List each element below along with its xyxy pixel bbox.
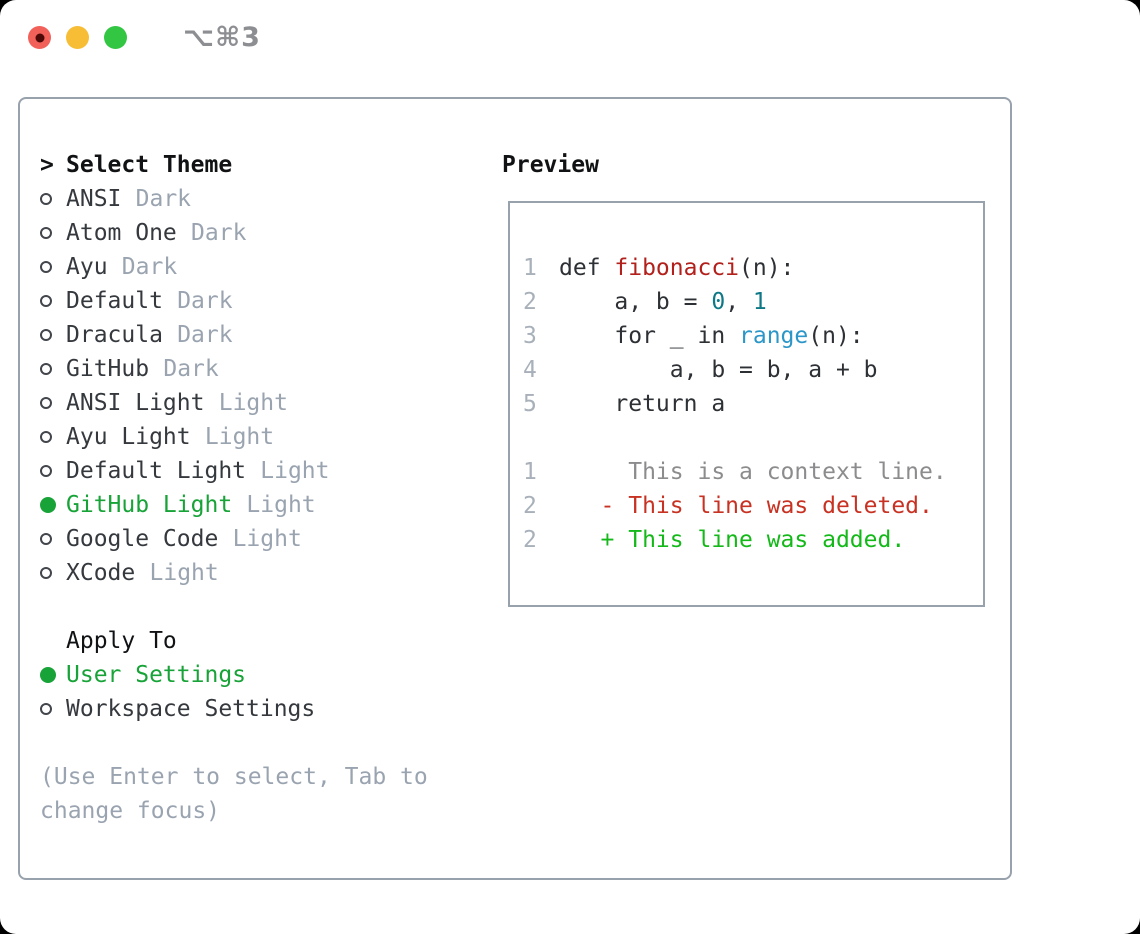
- radio-icon: [40, 397, 66, 409]
- theme-variant-label: Light: [232, 526, 302, 552]
- preview-pane: Preview 1 def fibonacci(n): 2 a, b = 0, …: [502, 148, 1010, 828]
- theme-option-label: ANSI: [66, 186, 122, 212]
- radio-icon: [40, 329, 66, 341]
- apply-option-workspace-settings[interactable]: Workspace Settings: [40, 692, 502, 726]
- theme-option-label: XCode: [66, 560, 136, 586]
- apply-option-label: User Settings: [66, 662, 247, 688]
- theme-option-ayu-light[interactable]: Ayu Light Light: [40, 420, 502, 454]
- theme-variant-label: Dark: [177, 288, 233, 314]
- minimize-button[interactable]: [66, 26, 89, 49]
- theme-variant-label: Light: [204, 424, 275, 450]
- line-number: 3: [523, 323, 537, 349]
- theme-option-github-dark[interactable]: GitHub Dark: [40, 352, 502, 386]
- theme-option-atom-one-dark[interactable]: Atom One Dark: [40, 216, 502, 250]
- theme-option-xcode-light[interactable]: XCode Light: [40, 556, 502, 590]
- blank-line: [523, 421, 983, 455]
- theme-option-google-code-light[interactable]: Google Code Light: [40, 522, 502, 556]
- diff-added-line: 2 + This line was added.: [523, 527, 906, 553]
- code-line: 5 return a: [523, 391, 726, 417]
- section-title: Apply To: [66, 628, 177, 654]
- keyboard-hint: (Use Enter to select, Tab to: [40, 764, 428, 790]
- theme-option-label: Default Light: [66, 458, 247, 484]
- apply-option-user-settings[interactable]: User Settings: [40, 658, 502, 692]
- theme-variant-label: Dark: [121, 254, 178, 280]
- radio-icon: [40, 533, 66, 545]
- theme-list: > Select Theme ANSI Dark Atom One Dark A…: [40, 148, 502, 828]
- theme-variant-label: Dark: [135, 186, 192, 212]
- theme-option-label: GitHub Light: [66, 492, 233, 518]
- theme-option-dracula-dark[interactable]: Dracula Dark: [40, 318, 502, 352]
- diff-context-line: 1 This is a context line.: [523, 459, 947, 485]
- zoom-button[interactable]: [104, 26, 127, 49]
- radio-icon: [40, 703, 66, 715]
- radio-icon: [40, 261, 66, 273]
- cursor-chevron-icon: >: [40, 152, 54, 178]
- theme-variant-label: Dark: [163, 356, 219, 382]
- apply-option-label: Workspace Settings: [66, 696, 316, 722]
- theme-option-label: GitHub: [66, 356, 150, 382]
- radio-selected-icon: [40, 667, 66, 683]
- diff-deleted-line: 2 - This line was deleted.: [523, 493, 933, 519]
- theme-option-default-light[interactable]: Default Light Light: [40, 454, 502, 488]
- theme-variant-label: Dark: [177, 322, 233, 348]
- keyboard-hint: change focus): [40, 798, 221, 824]
- theme-option-label: Ayu: [66, 254, 108, 280]
- theme-option-label: ANSI Light: [66, 390, 205, 416]
- theme-option-github-light[interactable]: GitHub Light Light: [40, 488, 502, 522]
- radio-icon: [40, 227, 66, 239]
- code-line: 2 a, b = 0, 1: [523, 289, 767, 315]
- theme-option-ayu-dark[interactable]: Ayu Dark: [40, 250, 502, 284]
- window-title: ⌥⌘3: [183, 22, 261, 53]
- radio-icon: [40, 193, 66, 205]
- theme-option-label: Atom One: [66, 220, 177, 246]
- theme-picker-panel: > Select Theme ANSI Dark Atom One Dark A…: [18, 97, 1012, 880]
- code-line: 4 a, b = b, a + b: [523, 357, 878, 383]
- line-number: 1: [523, 255, 537, 281]
- titlebar: ⌥⌘3: [28, 22, 261, 53]
- line-number: 2: [523, 527, 537, 553]
- theme-option-ansi-light[interactable]: ANSI Light Light: [40, 386, 502, 420]
- section-title: Select Theme: [66, 152, 233, 178]
- line-number: 1: [523, 459, 537, 485]
- theme-variant-label: Light: [149, 560, 219, 586]
- radio-icon: [40, 465, 66, 477]
- theme-variant-label: Dark: [191, 220, 247, 246]
- apply-to-header: Apply To: [40, 624, 502, 658]
- theme-option-default-dark[interactable]: Default Dark: [40, 284, 502, 318]
- radio-icon: [40, 363, 66, 375]
- theme-option-label: Dracula: [66, 322, 163, 348]
- theme-option-label: Ayu Light: [66, 424, 191, 450]
- code-line: 3 for _ in range(n):: [523, 323, 864, 349]
- theme-option-ansi-dark[interactable]: ANSI Dark: [40, 182, 502, 216]
- line-number: 2: [523, 493, 537, 519]
- close-button[interactable]: [28, 26, 51, 49]
- code-line: 1 def fibonacci(n):: [523, 255, 795, 281]
- theme-variant-label: Light: [218, 390, 288, 416]
- preview-code-box: 1 def fibonacci(n): 2 a, b = 0, 1 3 for …: [508, 201, 985, 607]
- line-number: 4: [523, 357, 537, 383]
- theme-option-label: Google Code: [66, 526, 219, 552]
- theme-option-label: Default: [66, 288, 163, 314]
- line-number: 2: [523, 289, 537, 315]
- preview-title: Preview: [502, 152, 599, 178]
- unsaved-indicator-dot: [35, 33, 44, 42]
- line-number: 5: [523, 391, 537, 417]
- radio-icon: [40, 431, 66, 443]
- radio-icon: [40, 295, 66, 307]
- select-theme-header: > Select Theme: [40, 148, 502, 182]
- radio-icon: [40, 567, 66, 579]
- theme-variant-label: Light: [260, 458, 330, 484]
- radio-selected-icon: [40, 497, 66, 513]
- theme-variant-label: Light: [246, 492, 316, 518]
